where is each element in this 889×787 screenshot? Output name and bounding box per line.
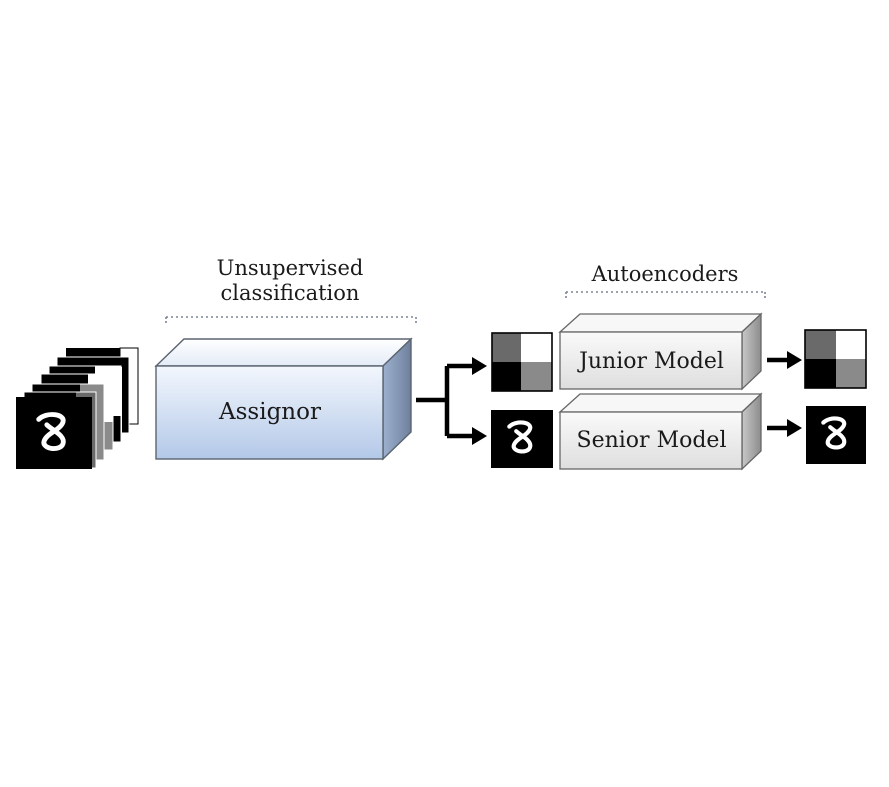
assignor-block [154,337,413,461]
quadrant-image-output [804,329,867,389]
senior-output-arrow [767,419,802,437]
branch-connector [416,363,476,439]
junior-model-block [558,312,763,391]
input-digit-image [16,397,92,469]
senior-model-label: Senior Model [576,428,727,453]
junior-model-label: Junior Model [579,349,724,374]
assignor-label: Assignor [219,399,321,425]
senior-model-block [558,392,763,471]
junior-output-arrow [767,351,802,369]
unsupervised-classification-heading: Unsupervised classification [170,256,410,306]
arrow-right-icon [787,351,802,369]
input-image-stack [16,347,139,469]
arrow-right-icon [472,427,487,445]
assignor-top-face [154,338,413,367]
autoencoders-heading: Autoencoders [560,262,770,287]
heading-line: Autoencoders [591,262,739,286]
quadrant-image-input [491,332,553,392]
arrow-right-icon [472,357,487,375]
digit-image-output [806,406,866,464]
assignor-front-face [155,365,384,460]
heading-line: Unsupervised classification [216,256,364,306]
digit-image-input [491,410,553,468]
arrow-right-icon [787,419,802,437]
